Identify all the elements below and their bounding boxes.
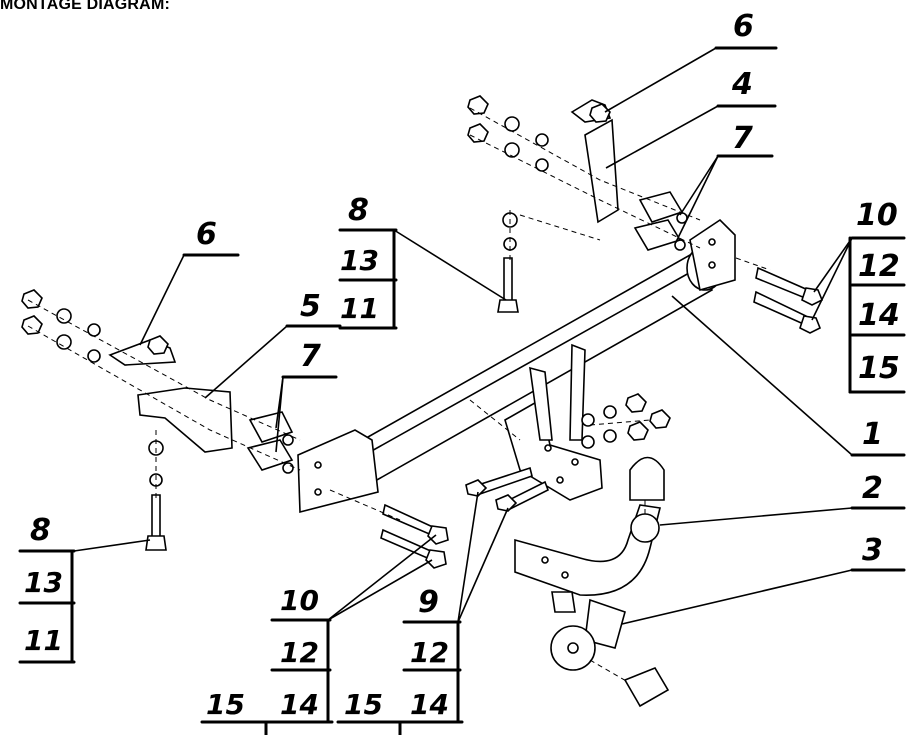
label-part-11-left: 11: [24, 624, 63, 657]
label-part-5: 5: [300, 289, 321, 324]
label-part-2: 2: [862, 471, 883, 506]
label-part-7-top: 7: [732, 121, 753, 156]
part-labels: 6 4 7 10 12 14 15 1 2 3 8 13 11 6 5 7 8 …: [24, 9, 900, 721]
assembly-axes: [27, 107, 771, 521]
label-part-4: 4: [731, 67, 753, 102]
label-part-15-right: 15: [858, 351, 900, 386]
hitch-bracket: [504, 343, 603, 501]
label-part-10-right: 10: [856, 198, 898, 233]
label-part-9: 9: [418, 585, 439, 620]
right-bracket-part: [570, 99, 688, 251]
label-part-14-bottom-a: 14: [280, 688, 319, 721]
left-bracket-part: [108, 339, 294, 474]
label-part-8-left: 8: [30, 513, 51, 548]
label-part-14-right: 14: [858, 298, 900, 333]
label-part-13-left: 13: [24, 566, 63, 599]
label-part-12-bottom-b: 12: [410, 636, 449, 669]
label-part-7-left: 7: [300, 339, 321, 374]
label-part-8-mid: 8: [348, 193, 369, 228]
label-part-11-mid: 11: [340, 292, 379, 325]
label-part-12-bottom-a: 12: [280, 636, 319, 669]
label-part-12-right: 12: [858, 249, 900, 284]
label-part-3: 3: [862, 533, 883, 568]
crossbeam-part: [297, 218, 736, 514]
hitch-ball-part: [514, 456, 665, 596]
label-part-13-mid: 13: [340, 244, 379, 277]
label-part-6-left: 6: [196, 217, 217, 252]
socket-plate-part: [550, 591, 670, 708]
label-part-10-bottom: 10: [280, 584, 319, 617]
label-part-1: 1: [862, 417, 883, 452]
label-part-6-top: 6: [733, 9, 754, 44]
label-part-15-bottom-a: 15: [206, 688, 245, 721]
label-part-14-bottom-b: 14: [410, 688, 449, 721]
label-part-15-bottom-b: 15: [344, 688, 383, 721]
leader-lines: [18, 46, 906, 735]
nuts-washers: [21, 95, 671, 487]
bolts: [145, 257, 824, 569]
diagram-title: MONTAGE DIAGRAM:: [0, 0, 170, 13]
